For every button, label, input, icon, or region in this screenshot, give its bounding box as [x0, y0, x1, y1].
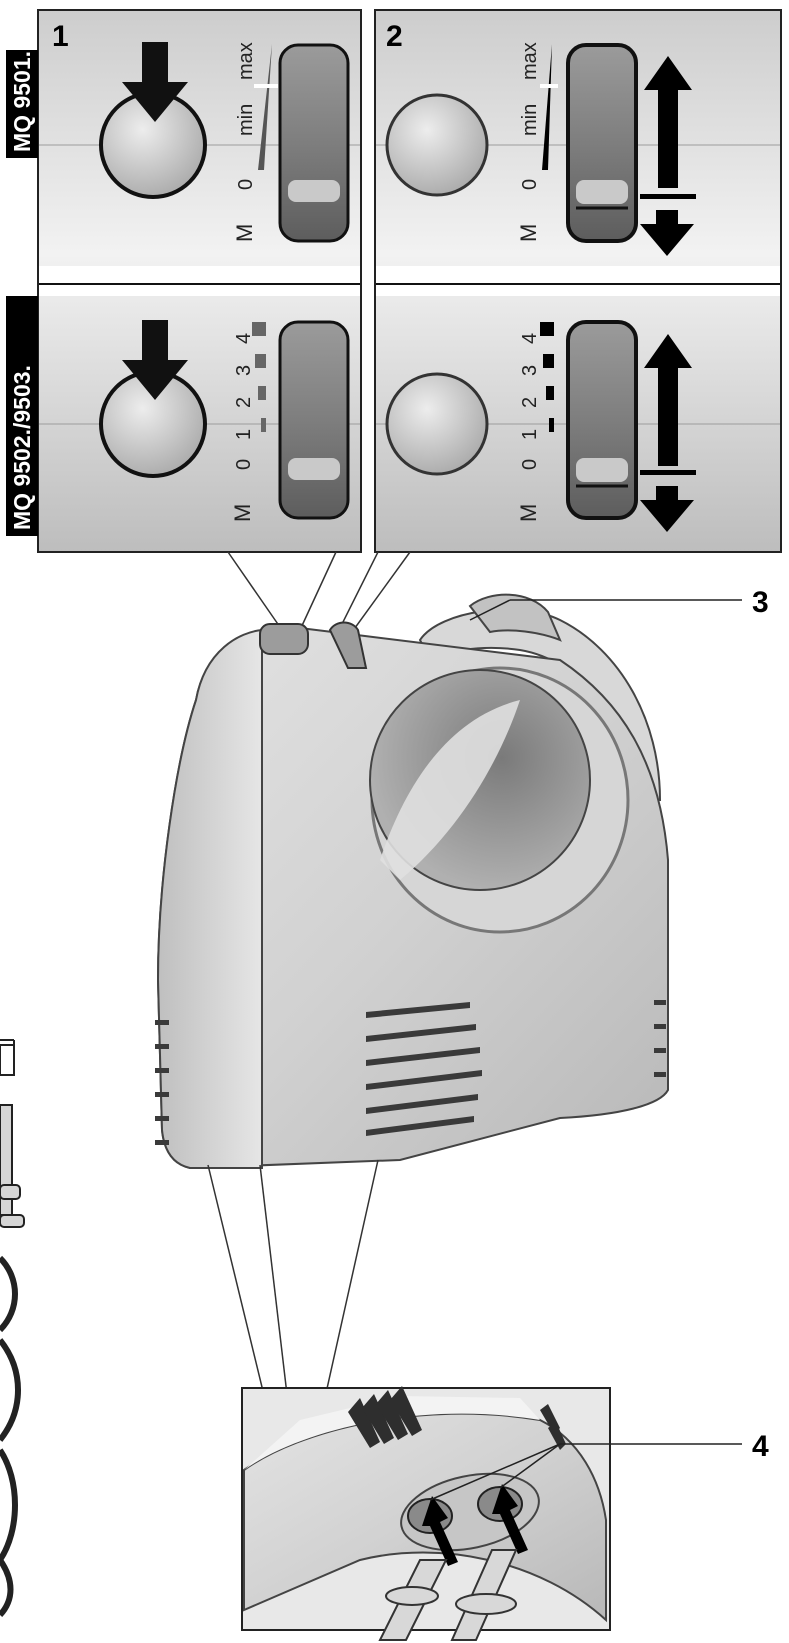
- model-label-bottom: MQ 9502./9503.: [9, 365, 35, 530]
- speed-switch-icon: [278, 43, 350, 243]
- vents-front: [155, 1020, 169, 1145]
- panel-number-1: 1: [52, 20, 69, 53]
- arrow-down-icon: [122, 320, 188, 400]
- callout-4: 4: [429, 1430, 769, 1501]
- arrow-insert-icon: [422, 1496, 458, 1566]
- vents-side: [366, 1002, 482, 1136]
- eject-button-icon: [385, 93, 489, 197]
- svg-text:3: 3: [752, 586, 769, 619]
- label-3: 3: [519, 365, 541, 376]
- double-arrow-icon: [640, 56, 696, 256]
- panel-number-2: 2: [386, 20, 403, 53]
- label-2: 2: [233, 397, 255, 408]
- label-max: max: [235, 42, 257, 80]
- hand-mixer: [155, 593, 669, 1170]
- label-1: 1: [233, 429, 255, 440]
- label-0: 0: [519, 459, 541, 470]
- label-2: 2: [519, 397, 541, 408]
- label-max: max: [519, 42, 541, 80]
- leader-lines: [227, 551, 411, 633]
- arrow-insert-icon: [492, 1484, 528, 1554]
- panel-1-top: max min 0 M: [99, 42, 350, 243]
- label-3: 3: [233, 365, 255, 376]
- label-m: M: [232, 224, 257, 242]
- label-m: M: [230, 504, 255, 522]
- model-label-bar-bottom: [6, 296, 38, 536]
- label-0: 0: [233, 459, 255, 470]
- label-4: 4: [233, 333, 255, 344]
- label-4: 4: [519, 333, 541, 344]
- inset-leader-lines: [207, 1159, 379, 1421]
- model-label-top: MQ 9501.: [9, 51, 35, 152]
- label-m: M: [516, 504, 541, 522]
- label-m: M: [516, 224, 541, 242]
- speed-switch-icon: [566, 43, 638, 243]
- arrow-down-icon: [122, 42, 188, 122]
- label-min: min: [235, 104, 257, 136]
- top-panels: 1 2 MQ 9501. MQ 9502./9503. max min 0 M: [6, 9, 782, 553]
- panel-2-bottom: 4 3 2 1 0 M: [385, 320, 696, 532]
- label-min: min: [519, 104, 541, 136]
- dough-hook: [0, 1044, 25, 1618]
- vents-rear: [654, 1000, 666, 1077]
- panel-2-top: max min 0 M: [385, 42, 696, 256]
- label-0: 0: [519, 179, 541, 190]
- inset-beater-sockets: [241, 1386, 611, 1641]
- model-label-bar-top: [6, 50, 38, 158]
- svg-text:4: 4: [752, 1430, 769, 1463]
- double-arrow-icon: [640, 334, 696, 532]
- eject-button-icon: [385, 372, 489, 476]
- label-1: 1: [519, 429, 541, 440]
- label-0: 0: [235, 179, 257, 190]
- speed-switch-icon: [566, 320, 638, 520]
- speed-switch-icon: [278, 320, 350, 520]
- panel-1-bottom: 4 3 2 1 0 M: [99, 320, 350, 522]
- callout-3: 3: [469, 586, 769, 621]
